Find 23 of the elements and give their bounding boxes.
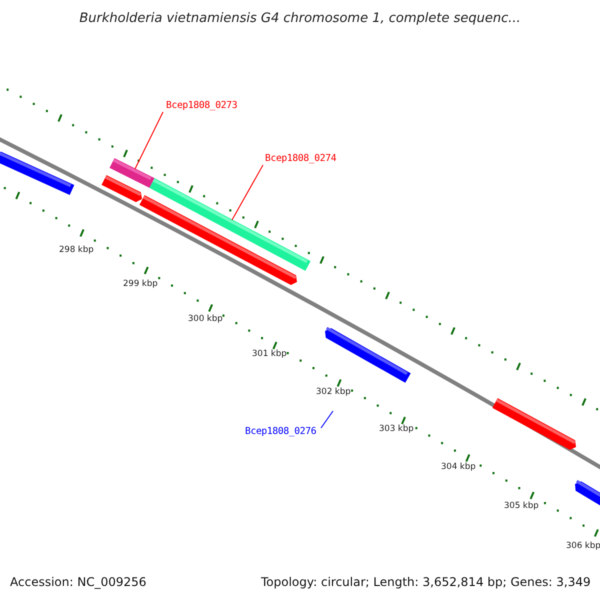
gene-bar bbox=[325, 326, 411, 383]
tick-label: 301 kbp bbox=[252, 350, 287, 358]
leader-line bbox=[134, 112, 164, 170]
summary-text: Topology: circular; Length: 3,652,814 bp; Genes: 3,349 bbox=[261, 576, 591, 588]
tick-label: 304 kbp bbox=[441, 463, 476, 472]
gene-label: Bcep1808_0273 bbox=[166, 101, 238, 111]
map-title: Burkholderia vietnamiensis G4 chromosome 1, complete sequenc... bbox=[78, 12, 522, 25]
tick-label: 298 kbp bbox=[59, 246, 94, 254]
gene-bar bbox=[0, 150, 74, 195]
leader-line bbox=[320, 410, 334, 428]
accession-text: Accession: NC_009256 bbox=[10, 576, 146, 588]
leader-line bbox=[232, 164, 264, 220]
gene-bar bbox=[102, 175, 142, 202]
gene-label: Bcep1808_0274 bbox=[265, 154, 336, 164]
tick-label: 303 kbp bbox=[379, 425, 414, 434]
tick-label: 302 kbp bbox=[316, 388, 351, 396]
tick-label: 305 kbp bbox=[504, 502, 539, 510]
tick-label: 299 kbp bbox=[123, 280, 158, 288]
tick-label: 306 kbp bbox=[566, 542, 600, 550]
tick-label: 300 kbp bbox=[188, 315, 223, 324]
gene-bar bbox=[492, 398, 576, 450]
gene-label: Bcep1808_0276 bbox=[245, 427, 316, 437]
gene-bar bbox=[575, 480, 600, 507]
